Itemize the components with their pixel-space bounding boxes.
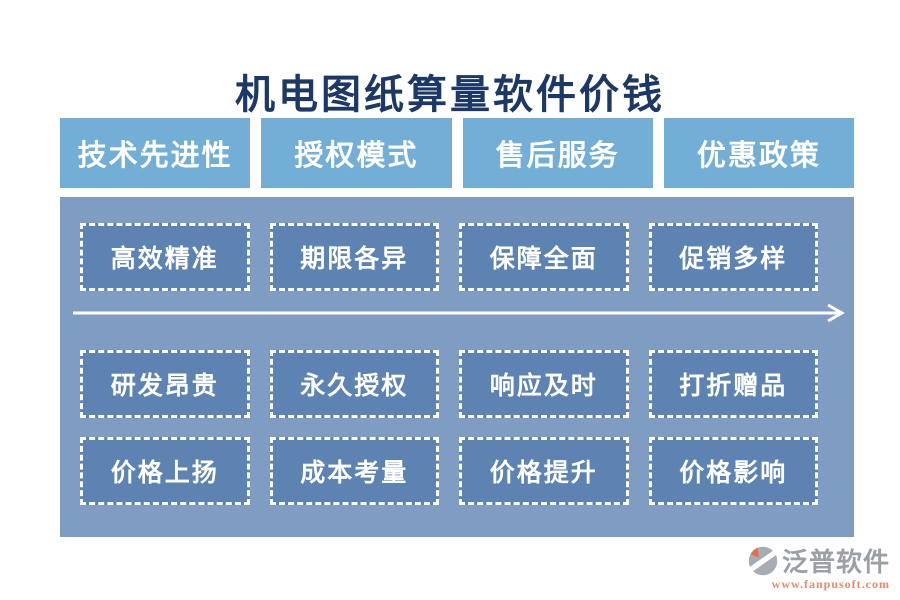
- feature-box-price-impact: 价格影响: [648, 437, 818, 505]
- feature-box-discount-gifts: 打折赠品: [648, 350, 818, 418]
- feature-box-price-increase: 价格提升: [459, 437, 629, 505]
- feature-box-efficient-accurate: 高效精准: [80, 223, 250, 291]
- tab-discount-policy: 优惠政策: [663, 118, 854, 188]
- feature-box-costly-rnd: 研发昂贵: [80, 350, 250, 418]
- feature-row-2: 研发昂贵 永久授权 响应及时 打折赠品: [60, 350, 854, 418]
- feature-box-diverse-promotions: 促销多样: [648, 223, 818, 291]
- feature-box-timely-response: 响应及时: [459, 350, 629, 418]
- brand-url: www.fanpusoft.com: [771, 577, 890, 591]
- feature-box-full-guarantee: 保障全面: [459, 223, 629, 291]
- feature-row-3: 价格上扬 成本考量 价格提升 价格影响: [60, 437, 854, 505]
- right-arrow-icon: [72, 303, 850, 323]
- tab-after-sales-service: 售后服务: [462, 118, 653, 188]
- tab-technology-advancement: 技术先进性: [60, 118, 251, 188]
- feature-box-cost-consideration: 成本考量: [269, 437, 439, 505]
- feature-box-price-rising: 价格上扬: [80, 437, 250, 505]
- page-title: 机电图纸算量软件价钱: [235, 72, 665, 117]
- brand-row: 泛普软件: [747, 542, 890, 579]
- feature-row-1: 高效精准 期限各异 保障全面 促销多样: [60, 223, 854, 291]
- brand-footer: 泛普软件 www.fanpusoft.com: [747, 542, 890, 592]
- fanpu-logo-icon: [747, 546, 778, 575]
- content-panel: 高效精准 期限各异 保障全面 促销多样 研发昂贵 永久授权 响应及时 打折赠品 …: [60, 197, 854, 537]
- feature-box-perpetual-license: 永久授权: [269, 350, 439, 418]
- category-tab-row: 技术先进性 授权模式 售后服务 优惠政策: [60, 118, 854, 188]
- tab-license-model: 授权模式: [261, 118, 452, 188]
- brand-name: 泛普软件: [781, 548, 890, 577]
- feature-box-varied-terms: 期限各异: [269, 223, 439, 291]
